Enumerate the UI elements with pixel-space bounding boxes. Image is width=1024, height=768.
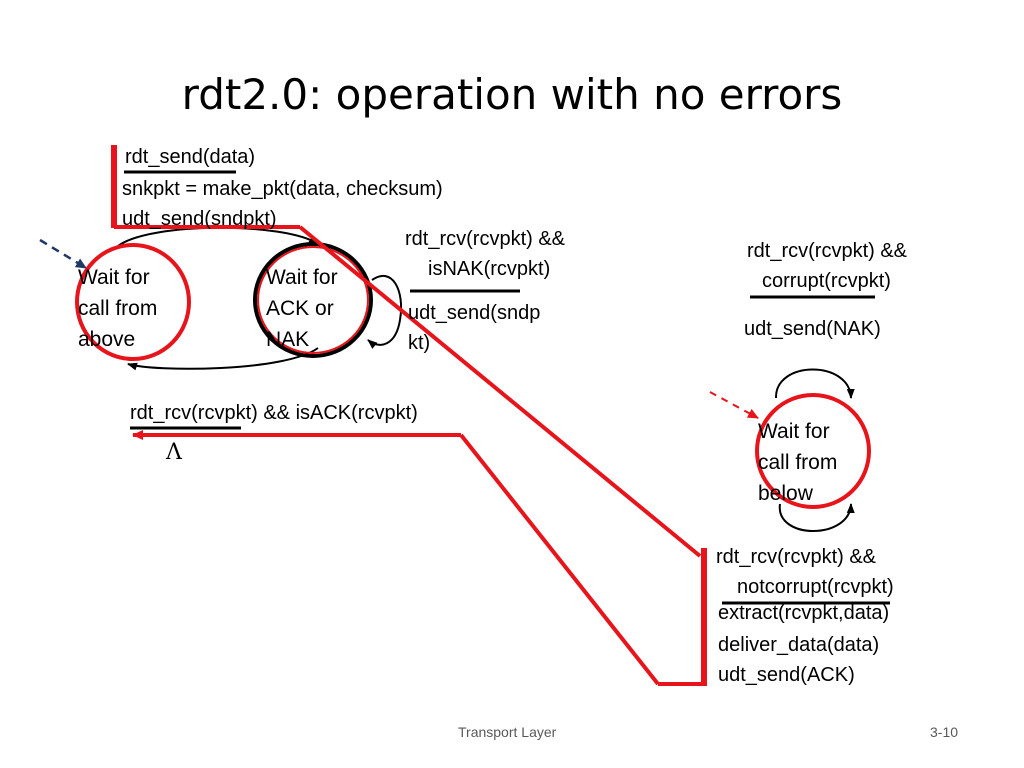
state-line: Wait for: [78, 266, 150, 289]
notcorrupt-event-line-1: rdt_rcv(rcvpkt) &&: [716, 546, 877, 568]
state-wait-call-above: [75, 243, 191, 361]
sender-initial-arrow: [39, 238, 87, 270]
ack-event-label: rdt_rcv(rcvpkt) && isACK(rcvpkt): [130, 402, 418, 424]
slide-title: rdt2.0: operation with no errors: [181, 70, 843, 119]
state-wait-call-below: [755, 393, 871, 509]
nak-event-line-1: rdt_rcv(rcvpkt) &&: [405, 228, 566, 250]
state-wait-call-above-label: Wait for call from above: [78, 262, 157, 355]
state-wait-ack-nak-highlight: [257, 246, 369, 354]
state-wait-ack-nak-label: Wait for ACK or NAK: [266, 262, 338, 355]
state-line: Wait for: [758, 420, 830, 443]
state-line: above: [78, 328, 136, 351]
corrupt-event-line-1: rdt_rcv(rcvpkt) &&: [747, 240, 908, 262]
corrupt-action: udt_send(NAK): [744, 318, 881, 340]
receiver-top-loop: [774, 368, 855, 399]
ack-action-lambda: Λ: [166, 440, 182, 465]
highlight-path-diagonal: [298, 225, 702, 558]
nak-action-line-1: udt_send(sndp: [408, 302, 541, 324]
notcorrupt-action-3: udt_send(ACK): [718, 664, 855, 686]
nak-action-line-2: kt): [408, 332, 431, 354]
send-event-label: rdt_send(data): [125, 146, 256, 168]
highlight-path-return-diagonal: [459, 433, 660, 686]
receiver-initial-arrow: [709, 391, 759, 419]
nak-event-line-2: isNAK(rcvpkt): [428, 258, 551, 280]
nak-self-loop: [367, 274, 402, 349]
notcorrupt-event-line-2: notcorrupt(rcvpkt): [737, 576, 894, 598]
state-line: Wait for: [266, 266, 338, 289]
state-wait-call-below-label: Wait for call from below: [758, 416, 837, 509]
state-line: ACK or: [266, 297, 334, 320]
corrupt-event-line-2: corrupt(rcvpkt): [762, 270, 891, 292]
state-line: call from: [758, 451, 838, 474]
state-wait-ack-nak: [253, 242, 373, 358]
state-line: call from: [78, 297, 158, 320]
send-action-2: udt_send(sndpkt): [122, 208, 277, 230]
notcorrupt-action-1: extract(rcvpkt,data): [718, 602, 890, 624]
state-line: below: [758, 482, 813, 505]
state-line: NAK: [266, 328, 310, 351]
footer-section: Transport Layer: [458, 724, 557, 740]
footer-page-number: 3-10: [930, 724, 959, 740]
notcorrupt-action-2: deliver_data(data): [718, 634, 880, 656]
send-action-1: snkpkt = make_pkt(data, checksum): [122, 178, 443, 200]
receiver-bottom-loop: [778, 503, 855, 532]
